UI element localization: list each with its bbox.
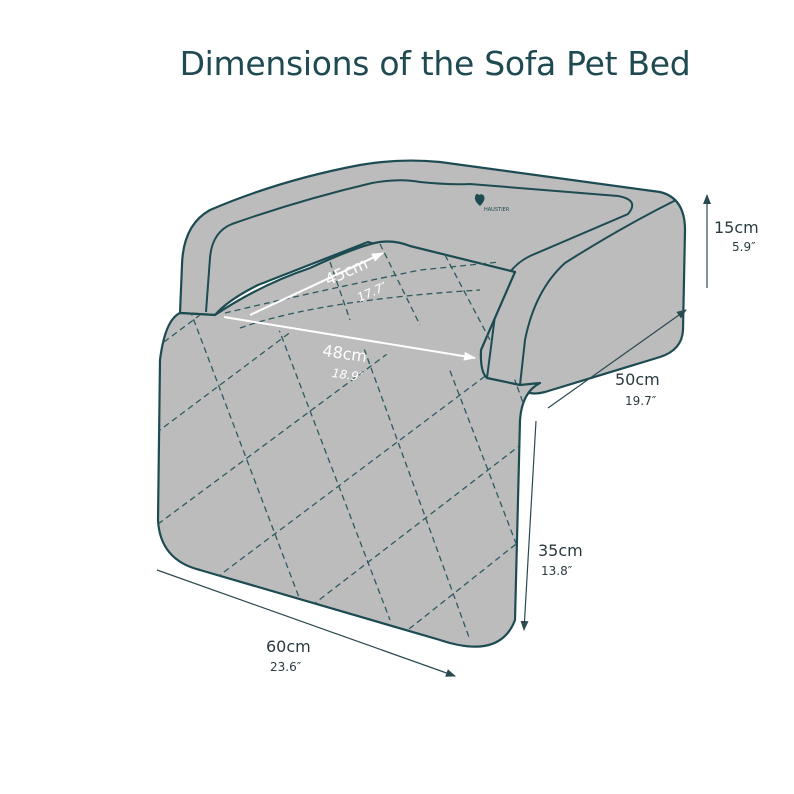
depth-inch-label: 19.7″ — [625, 394, 657, 408]
cat-heart-logo-icon — [474, 193, 485, 206]
flap-length-inch-label: 13.8″ — [541, 564, 573, 578]
flap-length-arrow — [520, 420, 537, 631]
flap-length-cm-label: 35cm — [538, 541, 583, 560]
width-inch-label: 23.6″ — [270, 660, 302, 674]
inner-depth-arrow — [249, 252, 384, 316]
width-cm-label: 60cm — [266, 637, 311, 656]
height-inch-label: 5.9″ — [732, 240, 756, 254]
height-cm-label: 15cm — [714, 218, 759, 237]
page-title: Dimensions of the Sofa Pet Bed — [179, 44, 691, 83]
depth-cm-label: 50cm — [615, 370, 660, 389]
sofa-seat-and-flap — [156, 240, 542, 648]
width-arrow — [156, 569, 456, 677]
brand-logo-text: HAUSTIER — [484, 207, 510, 213]
depth-arrow — [547, 309, 687, 409]
inner-width-arrow — [223, 316, 476, 361]
